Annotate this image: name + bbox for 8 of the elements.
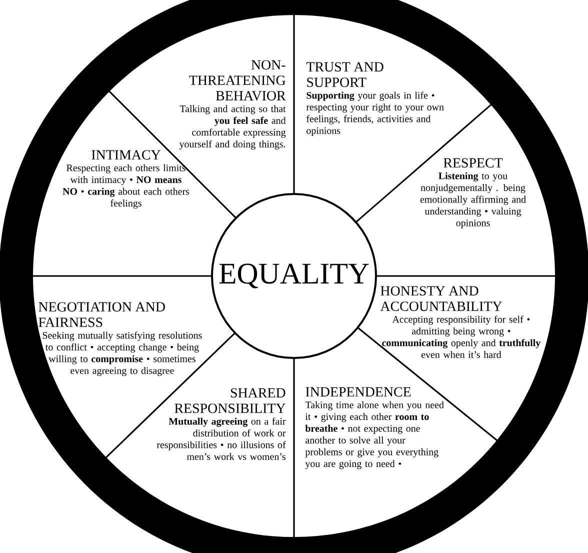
wheel-segment-text: INTIMACY Respecting each others limits with intimacy • NO means NO • caring about each others feelings (62, 150, 190, 209)
wheel-segment-text: NEGOTIATION AND FAIRNESS Seeking mutually satisfying resolutions to conflict • accepting change • being willing to compromise • sometimes even agreeing to disagree (38, 302, 202, 376)
wheel-segment-text: SHARED RESPONSIBILITY Mutually agreeing on a fair distribution of work or responsibilities • no illusions of men’s work vs women’s (156, 388, 286, 460)
wheel-segment-text: TRUST AND SUPPORT Supporting your goals in life • respecting your right to your own feelings, friends, activities and opinions (306, 62, 444, 136)
wheel-segment-text: INDEPENDENCE Taking time alone when you need it • giving each other room to breathe • not expecting one another to solve all your problems or give you everything you are going to need • (305, 387, 444, 470)
wheel-segment-text: NON-THREATENING BEHAVIOR Talking and acting so that you feel safe and comfortable expressing yourself and doing things. (179, 60, 286, 150)
wheel-segment-text: RESPECT Listening to you nonjudgementally . being emotionally affirming and understanding • valuing opinions (420, 158, 526, 228)
wheel-segment-text: HONESTY AND ACCOUNTABILITY Accepting responsibility for self • admitting being wrong • communicating openly and truthfully even when it’s hard (380, 286, 541, 358)
